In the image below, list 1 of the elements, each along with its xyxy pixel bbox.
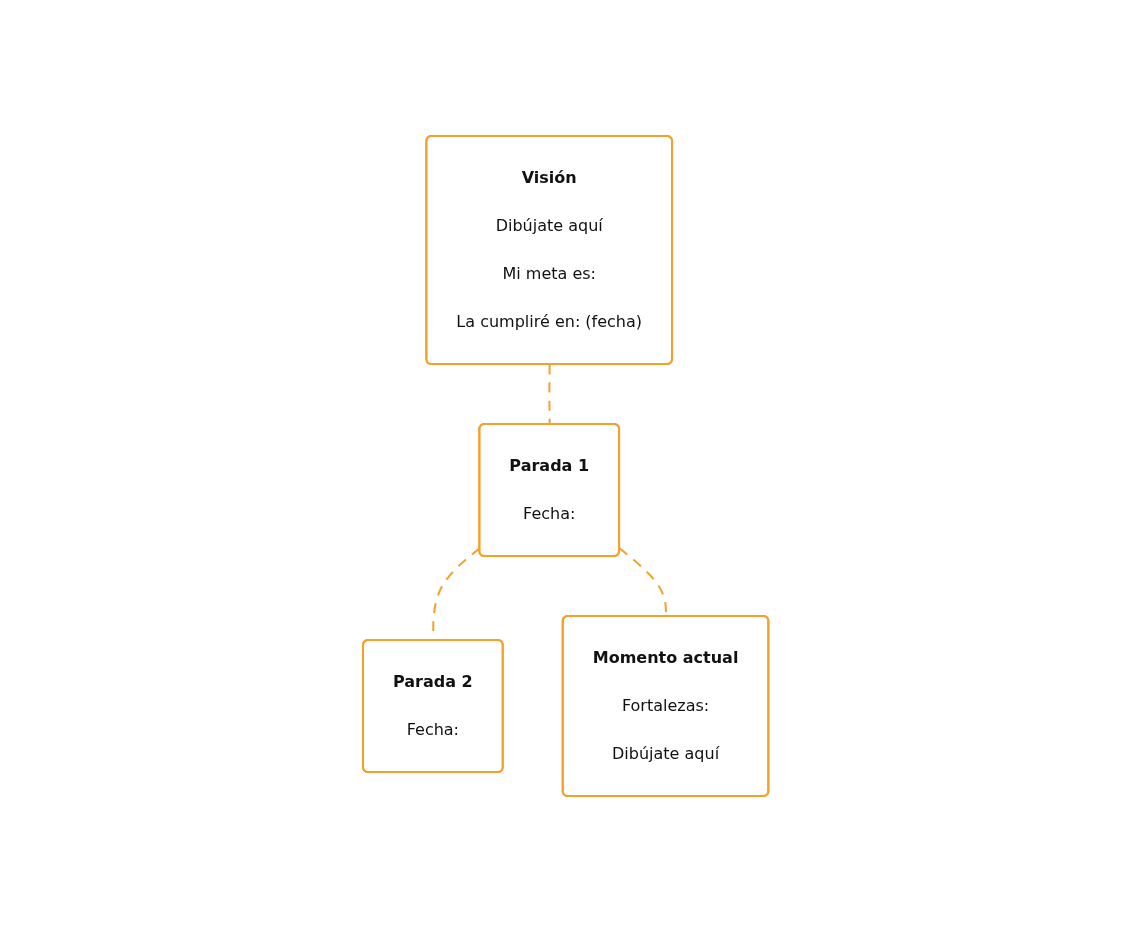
connector <box>548 363 551 426</box>
